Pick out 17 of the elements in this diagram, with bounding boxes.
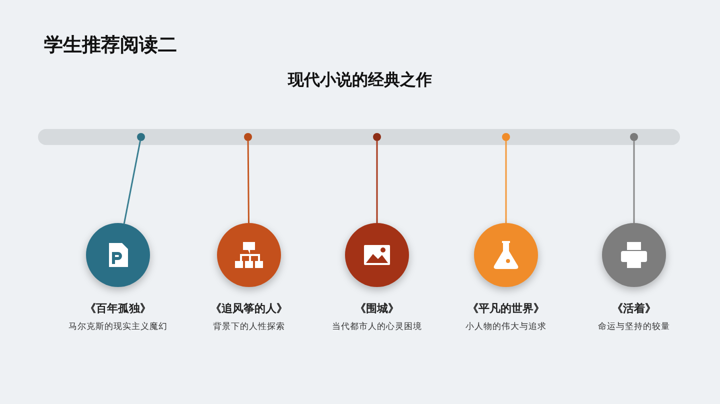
- book-description: 马尔克斯的现实主义魔幻: [68, 321, 168, 334]
- book-title: 《平凡的世界》: [468, 301, 544, 316]
- book-description: 当代都市人的心灵困境: [331, 321, 423, 334]
- book-title: 《围城》: [355, 301, 399, 316]
- connector-line: [123, 140, 141, 224]
- book-description: 小人物的伟大与追求: [464, 321, 548, 334]
- book-title: 《活着》: [612, 301, 656, 316]
- connector-line: [376, 141, 378, 223]
- connector-line: [247, 141, 250, 223]
- book-title: 《追风筝的人》: [210, 301, 288, 316]
- connector-line: [633, 141, 635, 223]
- book-description: 背景下的人性探索: [212, 321, 286, 334]
- book-description: 命运与坚持的较量: [597, 321, 671, 334]
- slide-title: 学生推荐阅读二: [44, 33, 177, 58]
- subtitle: 现代小说的经典之作: [286, 70, 433, 91]
- book-title: 《百年孤独》: [85, 301, 151, 316]
- connector-line: [505, 141, 507, 223]
